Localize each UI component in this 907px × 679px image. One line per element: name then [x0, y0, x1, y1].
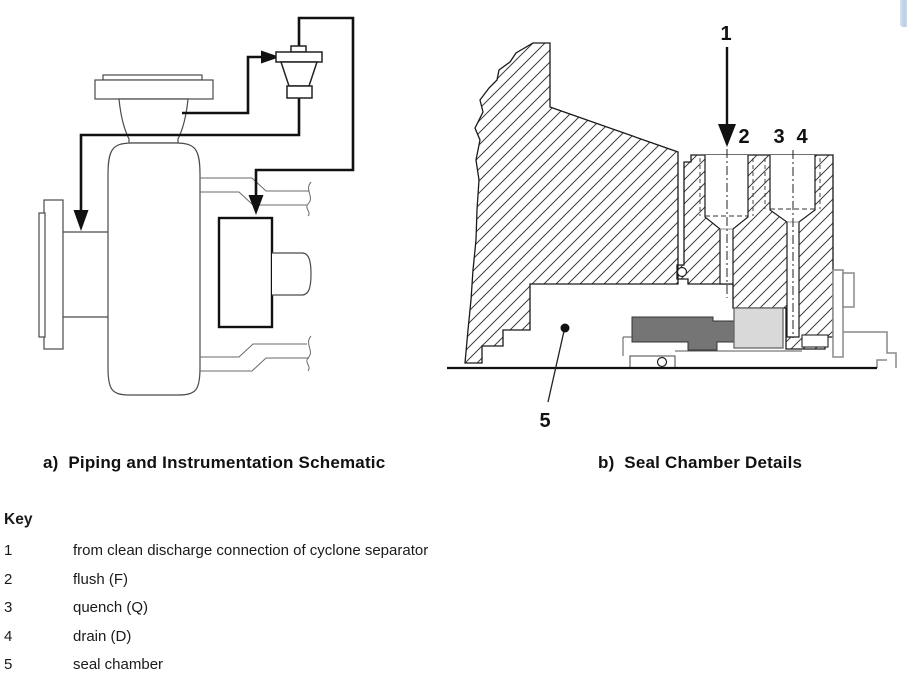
- thread-hidden-lines: [699, 158, 821, 216]
- key-item-number: 5: [4, 656, 13, 673]
- key-item-text: quench (Q): [73, 599, 149, 616]
- pump-top-plate: [102, 74, 203, 81]
- key-title: Key: [4, 511, 33, 528]
- diagram-a-piping-schematic: [38, 16, 355, 396]
- key-item-number: 2: [4, 570, 13, 588]
- separator-clean-to-seal-line: [254, 16, 355, 196]
- suction-gasket-plate: [38, 212, 46, 338]
- suction-nozzle-lines: [63, 231, 108, 318]
- pump-body: [107, 142, 201, 396]
- pump-discharge-flange: [94, 79, 214, 100]
- piping-lines: [79, 16, 355, 211]
- key-item-number: 3: [4, 599, 13, 616]
- key-row: 1 from clean discharge connection of cyc…: [4, 542, 884, 571]
- scrollbar-fragment[interactable]: [900, 0, 907, 27]
- separator-underflow-to-suction-line: [79, 98, 301, 211]
- seal-gland-box: [217, 216, 274, 329]
- gland-end-plate: [832, 269, 844, 358]
- caption-b: b) Seal Chamber Details: [598, 453, 803, 472]
- callout-label-5: 5: [539, 410, 550, 432]
- gland-oring: [676, 266, 688, 278]
- sleeve-lines: [622, 336, 802, 356]
- seal-light-block: [733, 307, 784, 349]
- shaft-oring: [656, 356, 668, 368]
- callout-label-3: 3: [773, 126, 784, 148]
- mechanical-seal-dark-block: [631, 316, 735, 351]
- callout-label-2: 2: [738, 126, 749, 148]
- drain-outlet-box: [801, 334, 829, 348]
- housing-section: [464, 42, 679, 364]
- callout-5-dot: [560, 323, 570, 333]
- arrow-into-separator: [261, 50, 280, 64]
- key-item-number: 1: [4, 542, 13, 559]
- figure-svg: 1 2 3 4 5: [38, 16, 897, 432]
- diagram-b-seal-chamber: 1 2 3 4 5: [447, 23, 897, 432]
- pump-neck: [118, 98, 189, 144]
- suction-flange: [43, 199, 64, 350]
- shaft-oring-box: [629, 355, 676, 369]
- key-item-text: seal chamber: [73, 656, 164, 673]
- separator-underflow-spout: [286, 85, 313, 99]
- key-item-text: from clean discharge connection of cyclo…: [73, 542, 429, 559]
- separator-cone: [279, 61, 319, 87]
- key-item-number: 4: [4, 627, 13, 645]
- bracket-outline: [843, 331, 897, 368]
- callout-label-1: 1: [720, 23, 731, 45]
- key-item-text: flush (F): [73, 570, 129, 588]
- key-item-text: drain (D): [73, 627, 132, 645]
- callout-5-leader: [547, 330, 565, 403]
- arrow-into-seal-gland: [248, 195, 264, 215]
- pump-casing: [38, 74, 214, 396]
- key-row: 4 drain (D): [4, 628, 884, 657]
- end-plate-lug: [842, 272, 855, 308]
- callout-1-arrowhead: [718, 124, 736, 147]
- key-row: 2 flush (F): [4, 571, 884, 600]
- callout-label-4: 4: [796, 126, 808, 148]
- separator-top-cap: [290, 45, 307, 53]
- port-centerlines: [726, 149, 794, 338]
- arrow-into-suction: [73, 210, 89, 231]
- separator-lid: [275, 51, 323, 63]
- discharge-to-separator-line: [182, 55, 261, 115]
- key-row: 3 quench (Q): [4, 599, 884, 628]
- caption-a: a) Piping and Instrumentation Schematic: [43, 453, 386, 472]
- cyclone-separator: [275, 45, 323, 99]
- key-legend: Key 1 from clean discharge connection of…: [4, 511, 884, 679]
- break-mark-lower: [306, 335, 312, 372]
- key-row: 5 seal chamber: [4, 656, 884, 679]
- pump-shaft: [272, 252, 312, 296]
- bearing-frame-outline: [200, 177, 312, 372]
- flow-arrowheads: [73, 50, 280, 231]
- break-mark-upper: [306, 181, 312, 217]
